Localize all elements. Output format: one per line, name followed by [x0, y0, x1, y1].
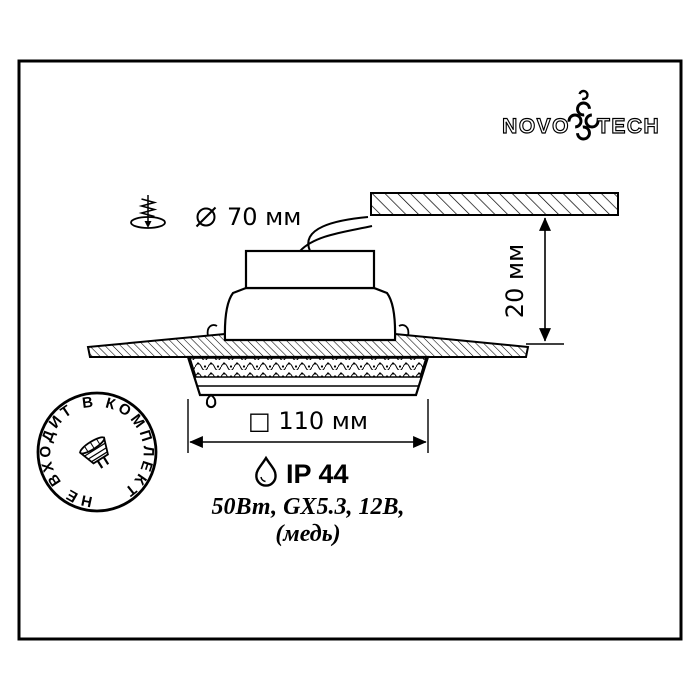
ip-rating-label: IP 44 [286, 459, 349, 489]
ip-rating: IP 44 [255, 455, 349, 489]
width-label: □ 110 мм [248, 407, 368, 435]
logo-text-left: NOVO [502, 115, 570, 138]
power-wires [299, 216, 373, 252]
pinwheel-flower-icon [567, 89, 600, 141]
lamp-housing [223, 286, 397, 342]
glass-ornament-band [189, 357, 427, 378]
spring-clip-right [398, 324, 410, 337]
cutout-diameter-label: 70 мм [227, 203, 301, 231]
lamp-body-cylinder [244, 249, 376, 290]
spring-clip-left [206, 324, 218, 337]
diameter-icon [195, 206, 217, 228]
ceiling-section [370, 192, 619, 216]
fixture-drawing [86, 249, 530, 409]
specs-material: (медь) [275, 521, 340, 547]
logo-text-right: TECH [597, 115, 660, 138]
novotech-logo: NOVO TECH [502, 89, 660, 141]
specs-electrical: 50Вт, GX5.3, 12В, [212, 494, 405, 520]
recess-depth-label: 20 мм [501, 244, 529, 318]
water-drop-highlight [260, 476, 266, 483]
width-dimension: □ 110 мм [187, 399, 429, 453]
cutout-callout: 70 мм [130, 195, 301, 231]
mounting-screw-icon [130, 195, 166, 229]
mr16-lamp-icon [78, 436, 110, 469]
not-included-badge: НЕ ВХОДИТ В КОМПЛЕКТ [36, 391, 158, 513]
glass-bead [205, 393, 217, 409]
recess-depth-dimension: 20 мм [501, 217, 564, 345]
water-drop-icon [255, 455, 277, 487]
page-frame-border [17, 59, 683, 641]
